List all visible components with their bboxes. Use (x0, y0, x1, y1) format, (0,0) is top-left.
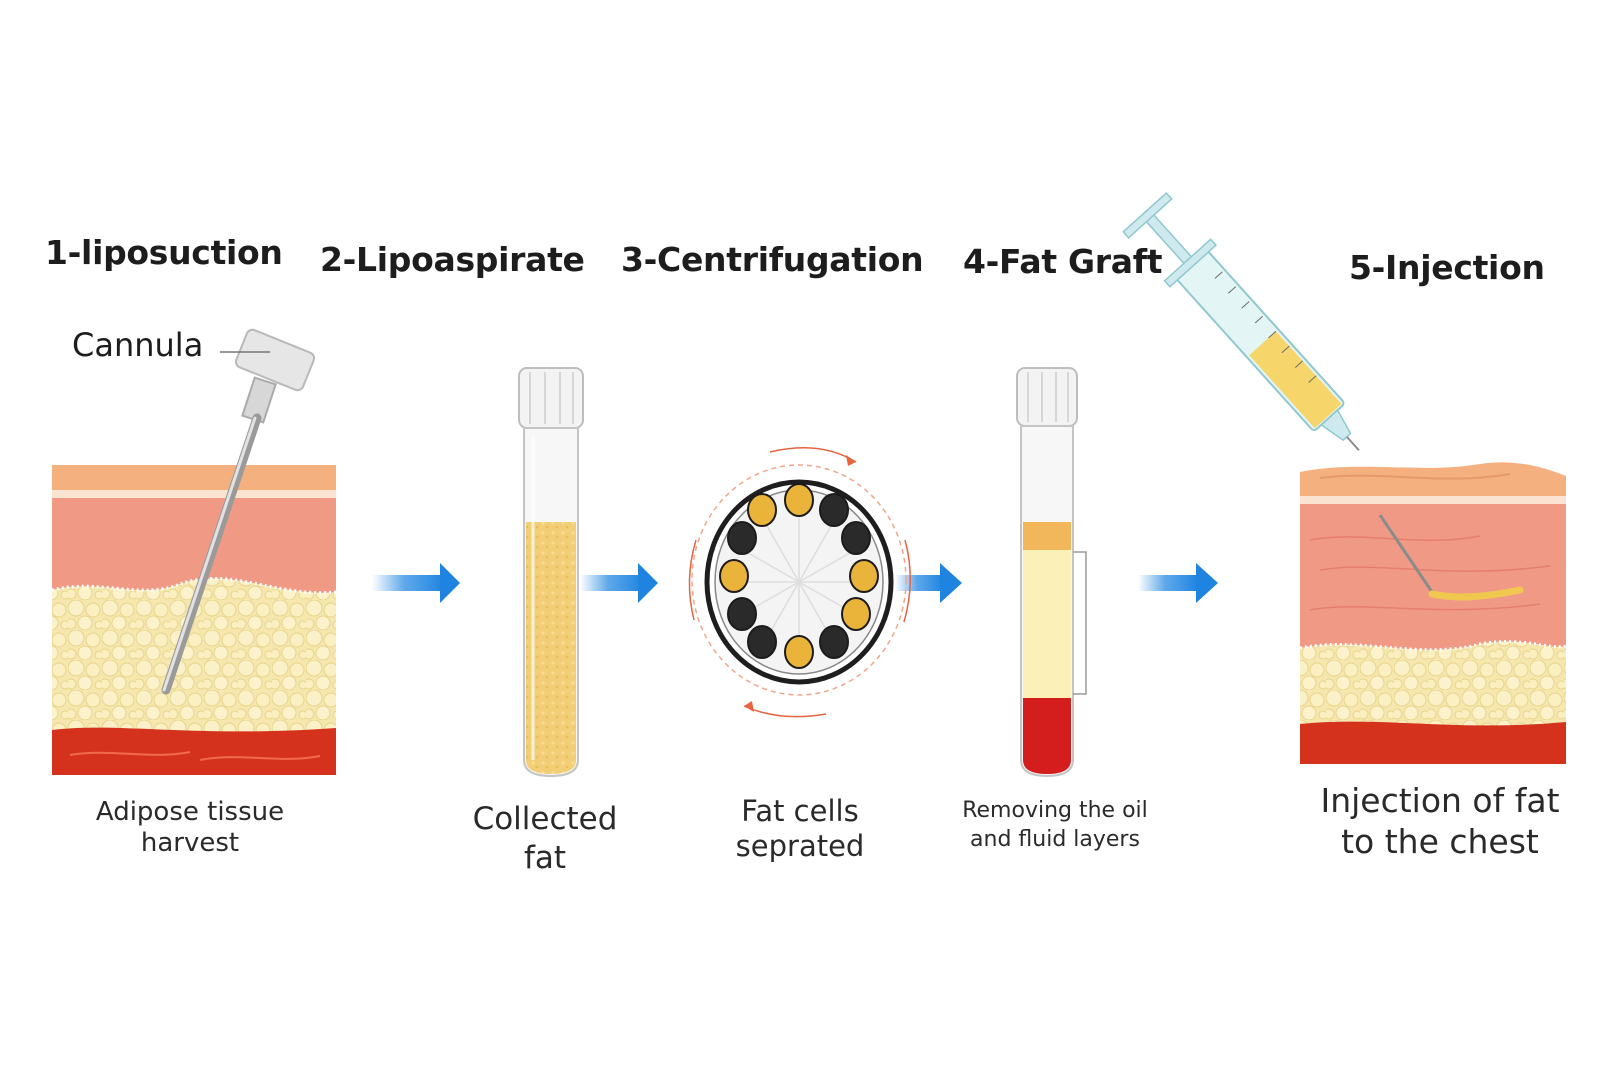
tube-collected-fat (518, 367, 584, 778)
step-2-caption-line-2: fat (523, 839, 567, 876)
centrifuge-rotor-icon (688, 447, 911, 718)
step-5-caption-line-2: to the chest (1341, 822, 1539, 862)
syringe-icon (1122, 191, 1360, 451)
step-5-title: 5-Injection (1349, 248, 1545, 287)
step-3-title: 3-Centrifugation (621, 240, 924, 279)
step-1-caption-line-1: Adipose tissue (95, 797, 285, 827)
cannula-icon (161, 328, 316, 695)
step-1-caption: Adipose tissue harvest (40, 797, 340, 859)
step-4-caption-line-2: and fluid layers (970, 826, 1140, 852)
tissue-block-harvest (51, 465, 337, 775)
arrow-4-to-5 (1138, 563, 1218, 603)
cannula-label: Cannula (72, 326, 204, 364)
arrow-1-to-2 (372, 563, 460, 603)
step-5-caption-line-1: Injection of fat (1320, 781, 1560, 820)
step-3-caption: Fat cells seprated (680, 794, 920, 864)
step-5-caption: Injection of fat to the chest (1290, 780, 1590, 863)
arrow-2-to-3 (580, 563, 658, 603)
arrow-3-to-4 (895, 563, 962, 603)
tissue-block-injection (1299, 462, 1567, 764)
tube-fat-graft (1016, 367, 1087, 778)
step-3-caption-line-2: seprated (735, 828, 865, 863)
step-4-title: 4-Fat Graft (963, 242, 1163, 281)
step-2-title: 2-Lipoaspirate (320, 240, 585, 279)
step-3-caption-line-1: Fat cells (741, 794, 859, 828)
step-2-caption-line-1: Collected (472, 801, 618, 837)
step-1-title: 1-liposuction (45, 233, 283, 272)
step-4-caption: Removing the oil and fluid layers (930, 797, 1180, 854)
step-1-caption-line-2: harvest (140, 828, 240, 859)
step-4-caption-line-1: Removing the oil (962, 798, 1148, 823)
step-2-caption: Collected fat (430, 800, 660, 878)
